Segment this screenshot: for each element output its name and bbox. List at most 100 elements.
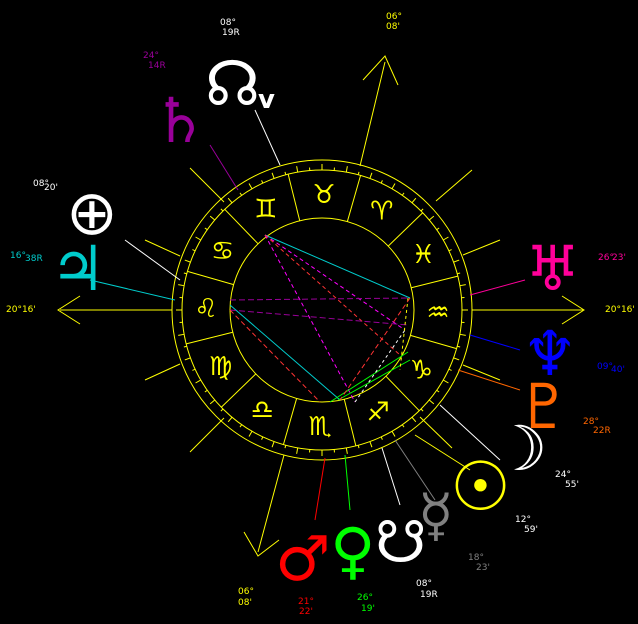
jupiter-icon: ♃ xyxy=(50,232,106,305)
sign-divider xyxy=(410,334,457,350)
sign-divider xyxy=(224,208,259,245)
venus-icon: ♀ xyxy=(330,514,375,587)
degree-tick xyxy=(436,227,440,231)
degree-tick xyxy=(209,399,216,405)
degree-tick xyxy=(195,236,202,241)
asc-label: 20°16' xyxy=(6,305,36,315)
degree-tick xyxy=(227,197,233,204)
sign-glyphs: ♉♈♓♒♑♐♏♎♍♌♋♊ xyxy=(194,180,449,442)
degree-tick xyxy=(369,441,373,448)
degree-tick xyxy=(178,333,185,336)
degree-tick xyxy=(442,236,449,241)
degree-tick xyxy=(220,208,224,212)
saturn-degree: 24° xyxy=(143,51,159,61)
aquarius-icon: ♒ xyxy=(426,298,449,328)
ic-axis-line xyxy=(257,454,285,553)
mars-icon: ♂ xyxy=(275,522,331,595)
earth-icon: ⊕ xyxy=(66,176,118,249)
mc-axis-line xyxy=(359,61,386,167)
moon-degree: 24° xyxy=(555,470,571,480)
degree-tick xyxy=(296,447,299,454)
degree-tick xyxy=(204,227,208,231)
capricorn-icon: ♑ xyxy=(410,356,433,386)
sign-divider xyxy=(187,270,234,286)
sign-divider xyxy=(186,331,233,345)
degree-tick xyxy=(448,249,452,252)
earth-degree: 08° xyxy=(33,179,49,189)
sun-minutes: 59' xyxy=(524,525,538,535)
degree-tick xyxy=(345,166,348,173)
degree-tick xyxy=(428,399,435,405)
axis-lines xyxy=(57,55,585,557)
sun-degree: 12° xyxy=(515,515,531,525)
sign-dividers xyxy=(186,174,458,446)
degree-tick xyxy=(195,379,202,384)
pluto-degree: 28° xyxy=(583,417,599,427)
venus-minutes: 19' xyxy=(361,604,375,614)
degree-tick xyxy=(453,259,460,263)
inner-ring xyxy=(229,217,415,403)
mars-minutes: 22' xyxy=(299,607,313,617)
node-bottom-degree: 08° xyxy=(416,579,432,589)
degree-tick xyxy=(401,424,405,428)
libra-icon: ♎ xyxy=(251,395,274,425)
uranus-icon: ♅ xyxy=(525,232,581,305)
degree-tick xyxy=(401,192,405,196)
degree-tick xyxy=(459,284,466,287)
north-node-suffix: v xyxy=(258,85,275,115)
degree-tick xyxy=(457,272,461,275)
sign-divider xyxy=(287,174,301,221)
position-labels: 08° 19R 06° 08' 24° 14R 08° 20' 16° 38R … xyxy=(6,12,635,617)
mercury-minutes: 23' xyxy=(476,563,490,573)
desc-label: 20°16' xyxy=(605,305,635,315)
jupiter-minutes: 38R xyxy=(25,254,43,264)
degree-tick xyxy=(261,180,264,184)
degree-tick xyxy=(420,408,424,412)
degree-tick xyxy=(178,284,185,287)
aries-icon: ♈ xyxy=(370,197,393,227)
ic-arrow-icon xyxy=(243,531,280,557)
degree-tick xyxy=(391,183,396,190)
degree-tick xyxy=(380,180,383,184)
ic-degree: 06° xyxy=(238,587,254,597)
degree-tick xyxy=(442,379,449,384)
asc-arrow-icon xyxy=(57,295,81,325)
venus-degree: 26° xyxy=(357,593,373,603)
leo-icon: ♌ xyxy=(194,294,217,324)
degree-tick xyxy=(428,215,435,221)
degree-tick xyxy=(380,436,383,440)
uranus-minutes: 23' xyxy=(612,253,626,263)
saturn-icon: ♄ xyxy=(152,84,208,157)
scorpio-icon: ♏ xyxy=(308,412,331,442)
mars-degree: 21° xyxy=(298,597,314,607)
degree-tick xyxy=(459,333,466,336)
degree-tick xyxy=(391,430,396,437)
degree-tick xyxy=(261,436,264,440)
neptune-minutes: 40' xyxy=(611,365,625,375)
degree-tick xyxy=(357,445,360,449)
degree-tick xyxy=(192,249,196,252)
aspect-lines xyxy=(229,234,411,403)
sign-divider xyxy=(346,175,362,222)
mercury-icon: ☿ xyxy=(418,481,454,549)
degree-tick xyxy=(345,447,348,454)
degree-ring xyxy=(181,169,463,451)
taurus-icon: ♉ xyxy=(312,180,335,210)
sign-divider xyxy=(282,398,298,445)
degree-tick xyxy=(227,416,233,423)
sign-divider xyxy=(343,399,357,446)
mc-degree: 06° xyxy=(386,12,402,22)
moon-minutes: 55' xyxy=(565,480,579,490)
degree-tick xyxy=(411,197,417,204)
gemini-icon: ♊ xyxy=(254,195,277,225)
degree-tick xyxy=(457,345,461,348)
degree-tick xyxy=(271,172,275,179)
degree-tick xyxy=(284,445,287,449)
degree-tick xyxy=(184,259,191,263)
desc-arrow-icon xyxy=(561,295,585,325)
node-top-minutes: 19R xyxy=(222,28,240,38)
neptune-degree: 09° xyxy=(597,362,613,372)
moon-icon: ☽ xyxy=(492,412,548,485)
sign-divider xyxy=(385,375,420,412)
